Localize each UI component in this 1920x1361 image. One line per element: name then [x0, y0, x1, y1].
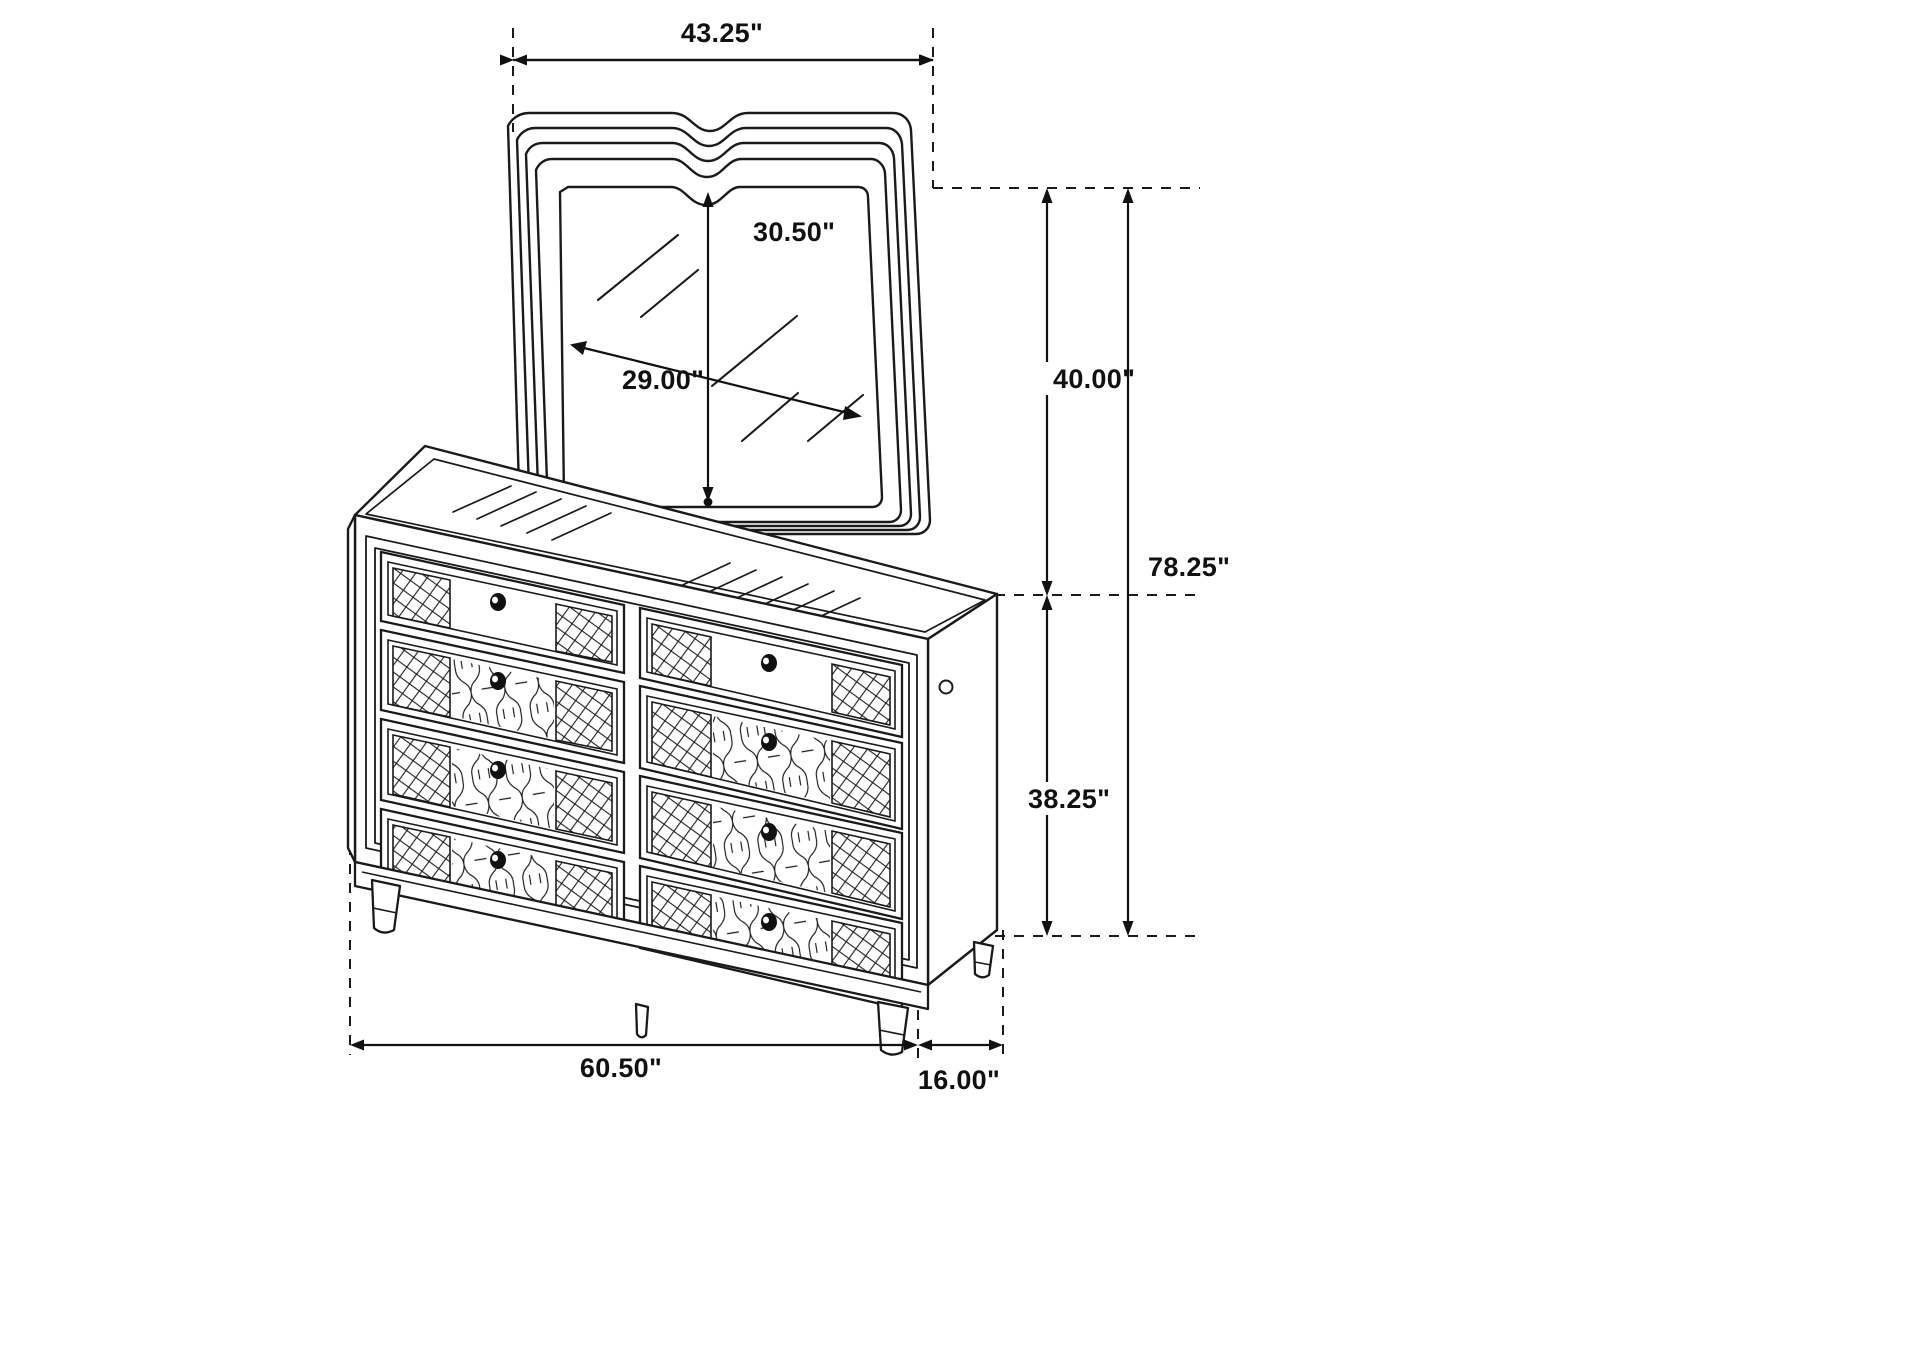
drawer-row-1 [379, 550, 904, 739]
drawer-baluster-panel [713, 806, 830, 893]
arrowhead-top-78 [1122, 188, 1134, 203]
arrowhead-top-40 [1041, 188, 1053, 203]
drawer-1-left[interactable] [379, 550, 626, 675]
drawer-lattice-left [392, 734, 451, 809]
drawer-2-right[interactable] [638, 684, 904, 831]
drawer-row-2 [379, 628, 904, 831]
arrowhead-left-60 [350, 1039, 364, 1051]
label-dresser-height: 38.25" [1028, 784, 1110, 814]
arrowhead-left-mirror-width [513, 54, 527, 66]
leg-front-center [634, 1002, 650, 1039]
dresser-left-edge [346, 513, 357, 864]
label-dresser-width: 60.50" [580, 1053, 662, 1083]
base-rail [353, 860, 930, 1011]
label-dresser-depth: 16.00" [918, 1065, 1000, 1095]
dimension-glass-width: 29.00" [570, 341, 862, 420]
drawer-lattice-left [392, 645, 451, 718]
drawer-lattice-left [651, 623, 712, 687]
dimension-overall-height: 78.25" [1122, 188, 1230, 936]
arrowhead-bottom-glass-height [702, 487, 714, 502]
drawer-lattice-left [392, 567, 451, 629]
drawer-lattice-left [651, 791, 712, 869]
dimension-dresser-width: 60.50" [350, 1039, 918, 1083]
drawer-lattice-right [831, 740, 891, 819]
arrowhead-bottom-38 [1041, 921, 1053, 936]
dresser-top-inset [365, 458, 986, 633]
arrowhead-left-glass-width [570, 341, 587, 355]
leg-rear-right [972, 940, 995, 979]
drawer-1-right[interactable] [638, 606, 904, 739]
label-glass-width: 29.00" [622, 365, 704, 395]
drawer-baluster-panel [452, 748, 554, 829]
drawer-lattice-right [555, 770, 613, 842]
arrowhead-bottom-78 [1122, 921, 1134, 936]
drawer-lattice-right [831, 663, 891, 726]
dimension-mirror-height: 40.00" [1041, 188, 1135, 596]
drawer-knob[interactable] [490, 672, 506, 690]
leg-ring [372, 907, 398, 914]
drawer-knob[interactable] [490, 761, 506, 779]
drawer-knob[interactable] [761, 733, 777, 751]
drawer-knob[interactable] [761, 654, 777, 672]
arrowhead-right-16 [989, 1039, 1003, 1051]
leg-front-right [876, 1000, 910, 1056]
drawer-baluster-panel [713, 716, 830, 803]
front-frame-line-1 [365, 535, 918, 969]
arrowhead-bottom-40 [1041, 581, 1053, 596]
drawer-2-left[interactable] [379, 628, 626, 765]
dim-shaft-glass-width [583, 346, 849, 415]
arrowhead-top-38 [1041, 595, 1053, 610]
drawer-knob[interactable] [761, 913, 777, 931]
dimension-dresser-depth: 16.00" [918, 1039, 1003, 1095]
leg-ring [974, 961, 992, 966]
dimension-mirror-width: 43.25" [500, 18, 934, 66]
dim-point-glass-bottom [703, 497, 713, 507]
label-mirror-width: 43.25" [681, 18, 763, 48]
label-mirror-height: 40.00" [1053, 364, 1135, 394]
dresser-base [353, 860, 995, 1056]
drawer-knob[interactable] [490, 593, 506, 611]
arrowhead-right-60 [904, 1039, 918, 1051]
drawer-baluster-panel [452, 659, 554, 739]
mirror-reflection-lines [596, 233, 865, 443]
arrowhead-right-mirror-width [919, 54, 933, 66]
drawer-lattice-right [555, 680, 613, 752]
dresser-side-panel [926, 592, 999, 987]
arrowhead-left-16 [918, 1039, 932, 1051]
drawer-knob[interactable] [490, 851, 506, 869]
leg-ring [878, 1029, 905, 1036]
dimension-dresser-height: 38.25" [1028, 595, 1110, 936]
drawer-lattice-right [831, 830, 891, 909]
drawer-3-left[interactable] [379, 717, 626, 855]
base-rail-line [361, 871, 922, 993]
side-panel-hole [938, 679, 954, 695]
drawer-knob[interactable] [761, 823, 777, 841]
label-glass-height: 30.50" [753, 217, 835, 247]
dimension-glass-height: 30.50" [702, 192, 835, 507]
drawer-3-right[interactable] [638, 774, 904, 921]
front-frame-line-2 [374, 547, 910, 961]
leg-front-left [370, 878, 402, 934]
drawer-row-3 [379, 717, 904, 921]
label-overall-height: 78.25" [1148, 552, 1230, 582]
arrowhead-right-glass-width [843, 406, 862, 420]
arrowhead-top-glass-height [702, 192, 714, 207]
drawer-lattice-left [651, 701, 712, 779]
drawer-lattice-right [555, 603, 613, 663]
